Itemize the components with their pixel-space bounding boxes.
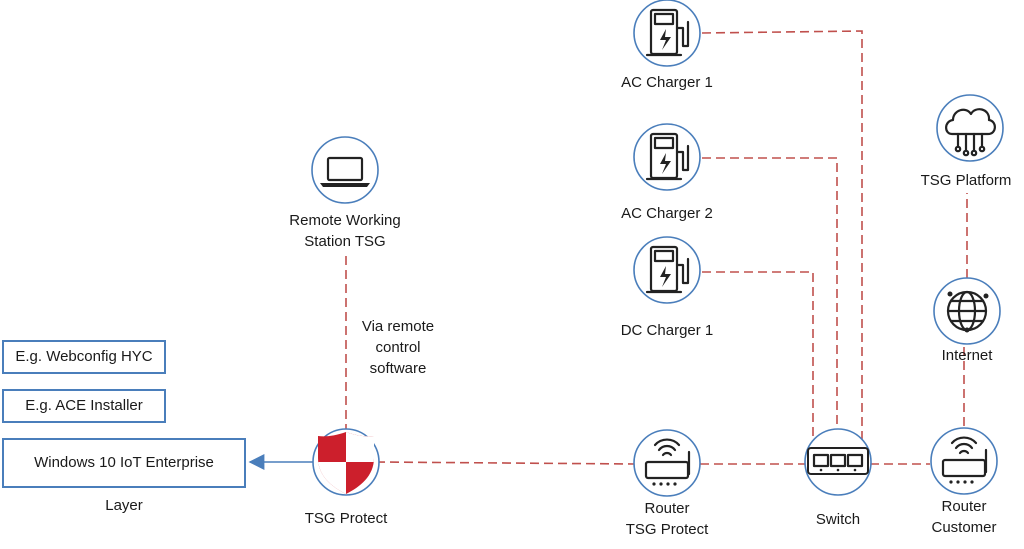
link-tsg-protect-router	[375, 461, 635, 465]
layer-box-ace-installer: E.g. ACE Installer	[2, 389, 166, 423]
globe-icon	[933, 277, 1001, 345]
remote-station-label: Remote Working Station TSG	[265, 210, 425, 252]
ev-charger-icon	[633, 0, 701, 67]
router-icon	[930, 427, 998, 495]
link-ac-charger-2-switch	[702, 157, 838, 440]
layer-label: E.g. Webconfig HYC	[15, 348, 153, 365]
internet-label: Internet	[941, 347, 993, 364]
ev-charger-icon	[633, 123, 701, 191]
dc-charger-1-label: DC Charger 1	[620, 322, 714, 339]
laptop-icon	[311, 136, 379, 204]
router-customer-label-line2: Customer	[931, 519, 997, 536]
layer-box-webconfig: E.g. Webconfig HYC	[2, 340, 166, 374]
link-dc-charger-1-switch	[702, 271, 814, 440]
remote-station-label-line1: Remote Working	[289, 212, 401, 229]
link-ac-charger-1-switch	[701, 30, 863, 440]
cloud-icon	[936, 94, 1004, 162]
tsg-platform-label: TSG Platform	[920, 172, 1012, 189]
layer-label: E.g. ACE Installer	[25, 397, 143, 414]
router-icon	[633, 429, 701, 497]
router-tsg-label-line1: Router	[644, 500, 690, 517]
remote-station-label-line2: Station TSG	[304, 233, 386, 250]
router-customer-label-line1: Router	[941, 498, 987, 515]
switch-label: Switch	[815, 511, 861, 528]
remote-link-note: Via remote control software	[348, 316, 448, 379]
ac-charger-1-label: AC Charger 1	[621, 74, 713, 91]
router-customer-label: Router Customer	[909, 496, 1019, 538]
remote-link-note-line3: software	[369, 360, 427, 377]
switch-icon	[804, 428, 872, 496]
layer-caption: Layer	[105, 497, 143, 514]
ev-charger-icon	[633, 236, 701, 304]
shield-icon	[312, 428, 380, 496]
router-tsg-label: Router TSG Protect	[607, 498, 727, 540]
tsg-protect-label: TSG Protect	[304, 510, 388, 527]
remote-link-note-line1: Via remote	[361, 318, 435, 335]
router-tsg-label-line2: TSG Protect	[625, 521, 709, 538]
remote-link-note-line2: control	[375, 339, 421, 356]
layer-label: Windows 10 IoT Enterprise	[34, 454, 214, 471]
layer-box-windows-iot: Windows 10 IoT Enterprise	[2, 438, 246, 488]
ac-charger-2-label: AC Charger 2	[621, 205, 713, 222]
